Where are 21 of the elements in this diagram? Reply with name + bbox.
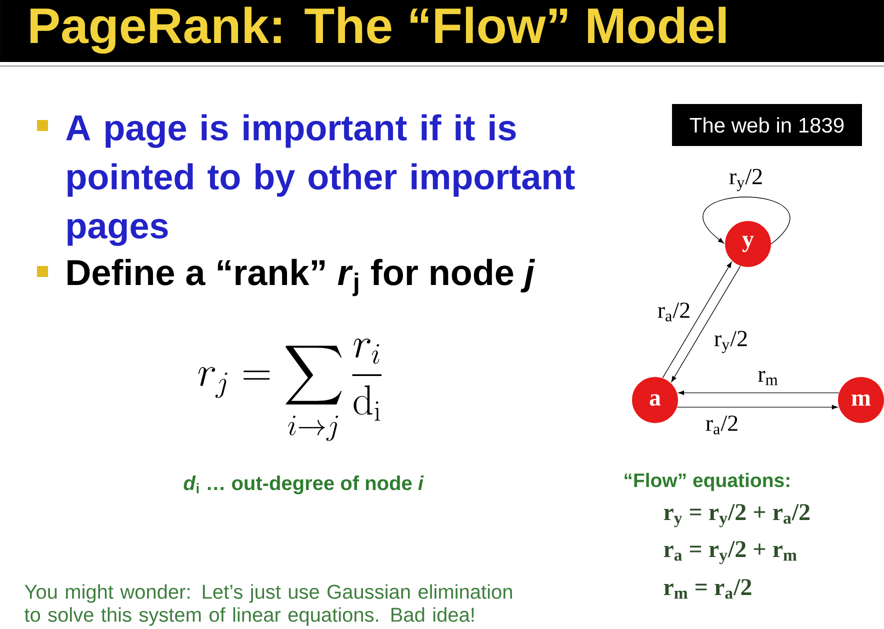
- formula: $r_j = \sum_{i \to j} \frac{r_i}{\mathrm{d}_\mathrm{i}}$: [198, 338, 382, 441]
- arrow: [662, 262, 732, 378]
- arrow: [678, 390, 840, 396]
- equation: r$_{y}$ = r$_{y}$/2 + r$_{a}$/2: [664, 504, 810, 528]
- edge-label: r$_{m}$: [756, 370, 780, 386]
- edge-label: r$_{a}$/2: [656, 302, 692, 322]
- title-bar: PageRank: The “Flow” Model: [0, 0, 884, 62]
- definition-text: d$_{i}$ … out-degree of node i: [184, 476, 424, 494]
- equation: r$_{m}$ = r$_{a}$/2: [664, 579, 752, 599]
- bullet-text: Define a “rank” r$_{j}$ for node j: [68, 258, 536, 296]
- arrow: [676, 404, 838, 410]
- edge-label: r$_{a}$/2: [704, 414, 740, 436]
- note-text: You might wonder: Let’s just use Gaussian elimination to solve this system of linear equations. Bad idea!: [24, 584, 512, 626]
- loop-arrow: [702, 196, 790, 244]
- edge-label: r$_{y}$/2: [712, 330, 750, 354]
- edge-label: r$_{y}$/2: [728, 168, 764, 192]
- arrow: [671, 266, 741, 382]
- equations-heading: “Flow” equations:: [624, 472, 790, 492]
- caption-box: The web in 1839: [672, 104, 862, 146]
- bullet-text: A page is important if it is pointed to by other important pages: [66, 114, 575, 246]
- equation: r$_{a}$ = r$_{y}$/2 + r$_{m}$: [664, 541, 797, 564]
